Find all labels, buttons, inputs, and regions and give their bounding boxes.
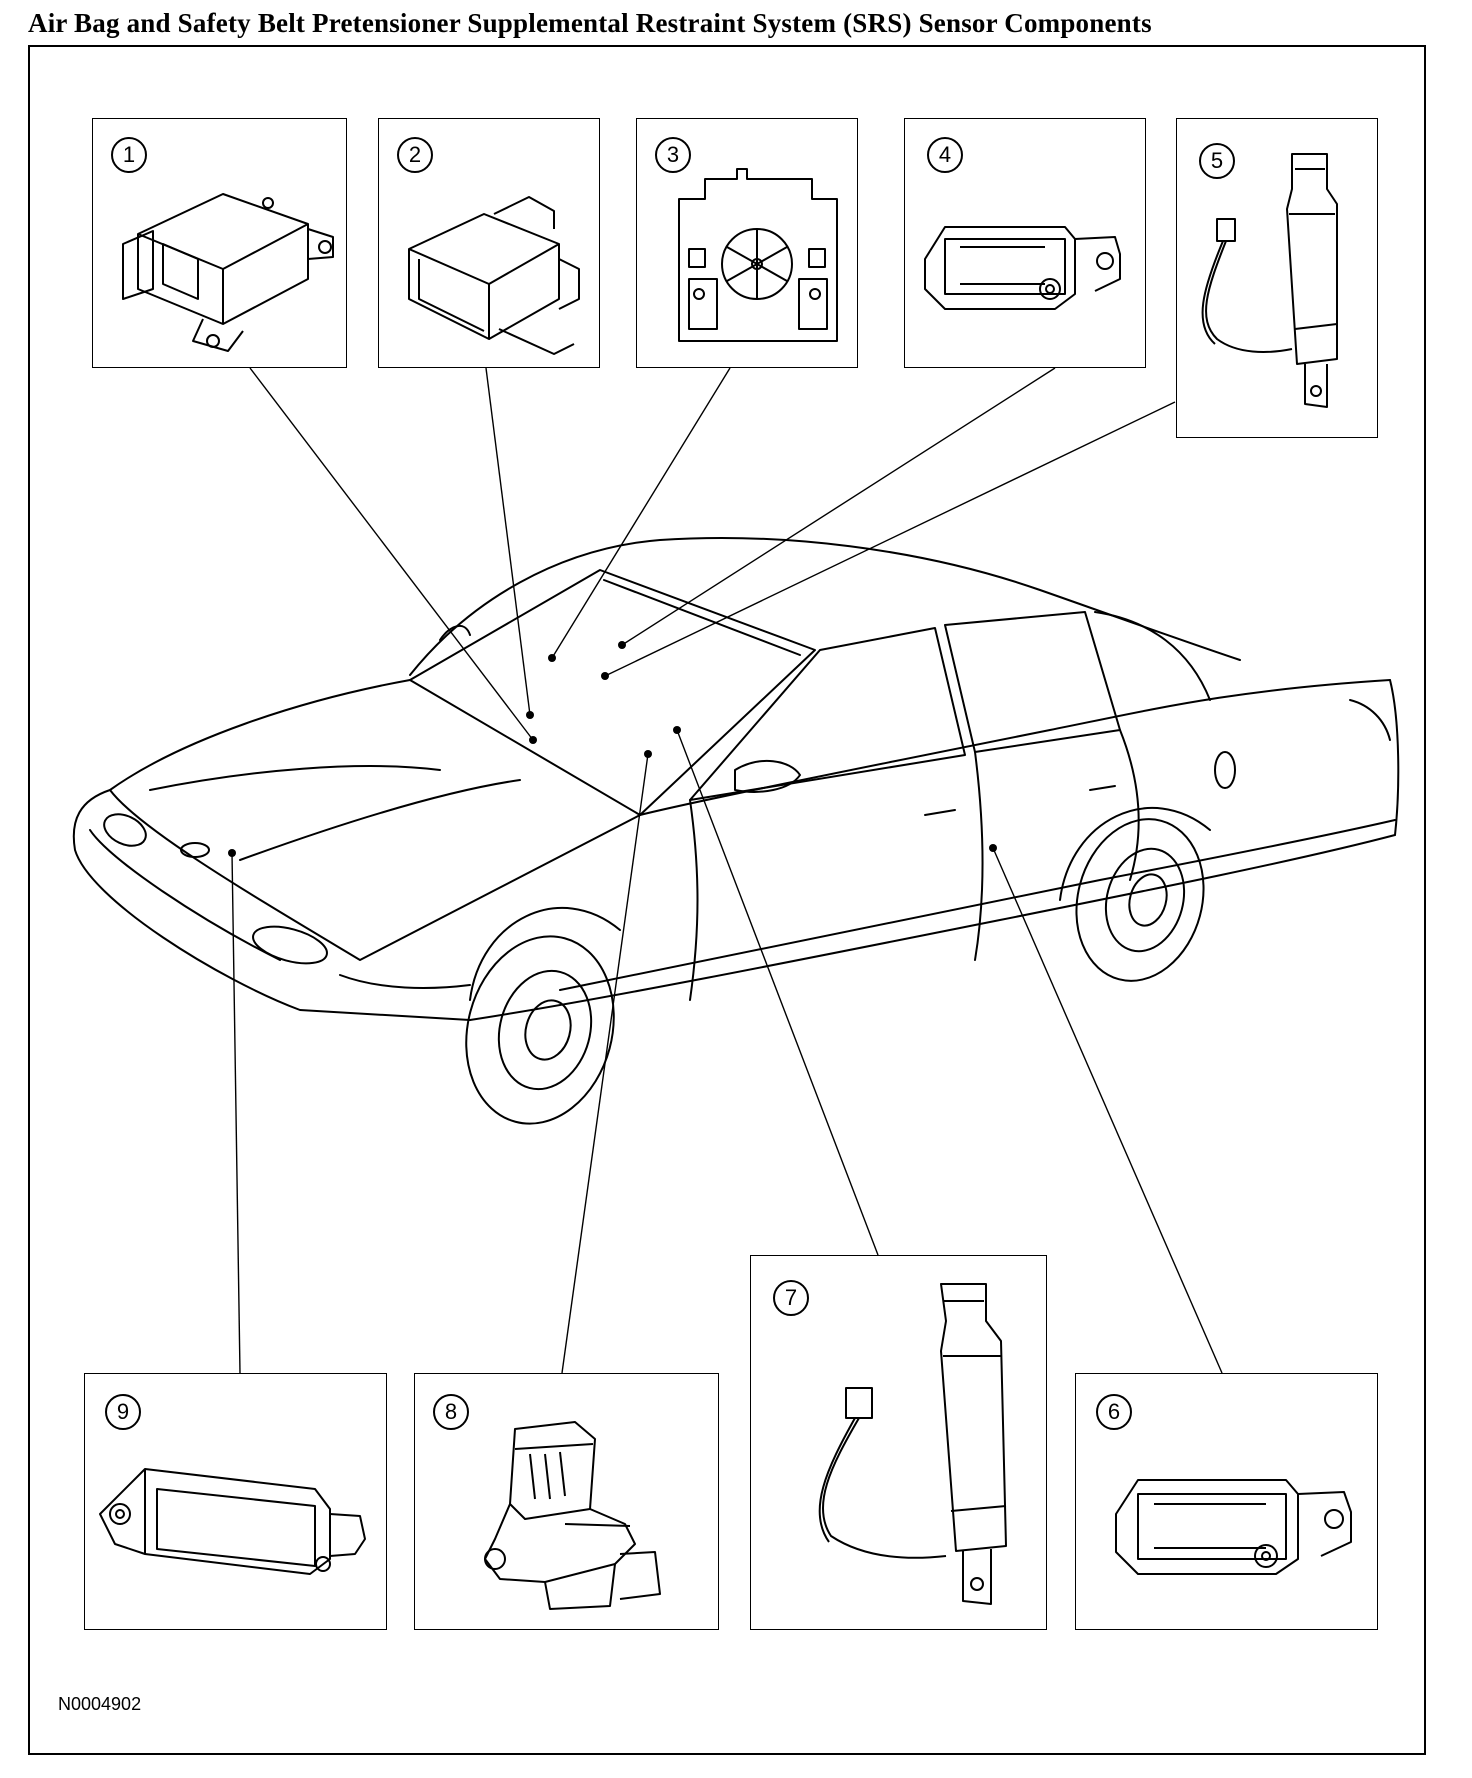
- component-callout-9: 9: [84, 1373, 387, 1630]
- component-callout-6: 6: [1075, 1373, 1378, 1630]
- callout-number-1: 1: [111, 137, 147, 173]
- car-front-door-window: [689, 627, 966, 801]
- leader-line-3: [551, 367, 731, 659]
- car-rear-door-window: [944, 611, 1121, 753]
- car-headlight-left: [103, 813, 147, 847]
- leader-line-2: [485, 367, 531, 716]
- sensor-module-icon: [408, 196, 580, 355]
- car-front-wheel: [465, 935, 615, 1125]
- restraint-control-module-icon: [122, 193, 334, 352]
- seat-belt-buckle-sensor-icon: [1201, 153, 1338, 408]
- car-headlight-right: [252, 925, 328, 965]
- component-callout-1: 1: [92, 118, 347, 368]
- figure-id: N0004902: [58, 1694, 142, 1714]
- component-callout-5: 5: [1176, 118, 1378, 438]
- component-callout-3: 3: [636, 118, 858, 368]
- leader-line-4: [621, 367, 1056, 646]
- diagram-frame: [28, 45, 1426, 1755]
- car-front-bumper: [72, 789, 471, 1021]
- seat-weight-sensor-icon: [678, 168, 838, 342]
- callout-number-9: 9: [105, 1394, 141, 1430]
- side-impact-sensor-icon: [924, 226, 1121, 310]
- leader-line-1: [249, 367, 534, 741]
- seat-belt-buckle-sensor-icon: [818, 1283, 1007, 1605]
- car-roof-outline: [409, 537, 1241, 676]
- component-callout-8: 8: [414, 1373, 719, 1630]
- leader-line-6: [992, 847, 1223, 1374]
- leader-line-8: [561, 753, 649, 1374]
- car-windshield: [409, 569, 816, 816]
- callout-number-4: 4: [927, 137, 963, 173]
- component-callout-7: 7: [750, 1255, 1047, 1630]
- component-callout-2: 2: [378, 118, 600, 368]
- callout-number-6: 6: [1096, 1394, 1132, 1430]
- ford-emblem: [180, 842, 210, 858]
- diagram-title: Air Bag and Safety Belt Pretensioner Sup…: [28, 8, 1152, 38]
- callout-number-5: 5: [1199, 143, 1235, 179]
- leader-line-7: [676, 729, 879, 1256]
- callout-number-3: 3: [655, 137, 691, 173]
- car-side-mirror: [734, 759, 801, 793]
- car-rear-wheel: [1075, 818, 1205, 982]
- component-callout-4: 4: [904, 118, 1146, 368]
- side-impact-sensor-icon: [1115, 1479, 1352, 1575]
- callout-number-8: 8: [433, 1394, 469, 1430]
- callout-number-2: 2: [397, 137, 433, 173]
- seat-position-sensor-icon: [484, 1421, 661, 1610]
- leader-line-5: [604, 401, 1176, 677]
- callout-number-7: 7: [773, 1280, 809, 1316]
- car-hood: [109, 679, 641, 961]
- leader-line-9: [231, 852, 241, 1374]
- front-crash-sensor-icon: [99, 1468, 366, 1575]
- car-side-body: [639, 679, 1391, 816]
